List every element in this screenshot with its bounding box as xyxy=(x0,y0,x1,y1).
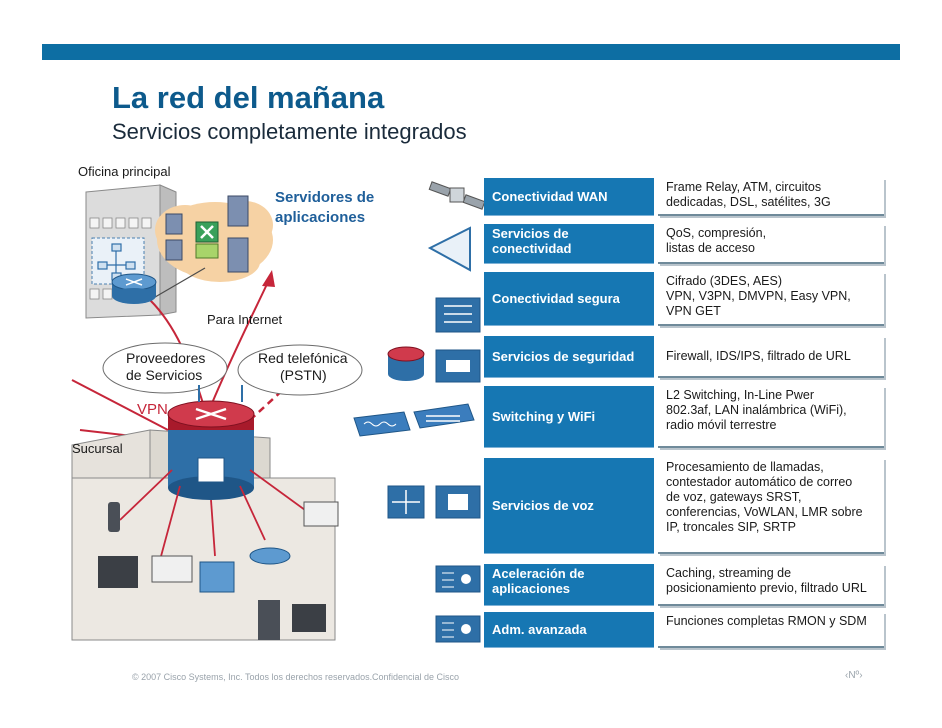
pstn-cloud-icon xyxy=(237,344,363,396)
vpn-label: VPN xyxy=(137,401,168,418)
service-security: Servicios de seguridad xyxy=(484,336,654,378)
ids-appliance-icon xyxy=(435,349,481,383)
branch-devices-icon xyxy=(98,501,339,640)
security-router-icon xyxy=(387,346,425,381)
footer-copyright: © 2007 Cisco Systems, Inc. Todos los der… xyxy=(132,672,373,682)
voice-router-icon xyxy=(387,485,425,519)
head-office-router-icon xyxy=(111,273,157,304)
voice-gateway-icon xyxy=(435,485,481,519)
service-voice-desc: Procesamiento de llamadas,contestador au… xyxy=(658,458,884,554)
service-advanced-management-desc: Funciones completas RMON y SDM xyxy=(658,612,884,648)
to-internet-label: Para Internet xyxy=(207,312,283,327)
lan-switch-icon xyxy=(353,411,411,437)
compression-icon xyxy=(427,226,471,272)
head-office-label: Oficina principal xyxy=(78,164,171,179)
service-providers-cloud-icon xyxy=(102,342,228,394)
service-connectivity-desc: QoS, compresión,listas de acceso xyxy=(658,224,884,264)
page-subtitle: Servicios completamente integrados xyxy=(112,119,467,144)
app-server-cloud-icon xyxy=(155,195,273,282)
page-number: ‹Nº› xyxy=(845,670,863,681)
management-icon xyxy=(435,615,481,643)
branch-label: Sucursal xyxy=(72,441,123,456)
service-switching-wifi: Switching y WiFi xyxy=(484,386,654,448)
branch-router-icon xyxy=(167,385,255,500)
service-wan: Conectividad WAN xyxy=(484,178,654,216)
service-voice: Servicios de voz xyxy=(484,458,654,554)
footer-confidential: Confidencial de Cisco xyxy=(372,672,460,682)
app-servers-label-2: aplicaciones xyxy=(275,209,366,226)
pstn-label-2: (PSTN) xyxy=(280,367,327,383)
service-secure-connectivity: Conectividad segura xyxy=(484,272,654,326)
service-advanced-management: Adm. avanzada xyxy=(484,612,654,648)
acceleration-icon xyxy=(435,565,481,593)
top-banner xyxy=(42,44,900,60)
app-servers-label-1: Servidores de xyxy=(275,189,375,206)
wifi-switch-icon xyxy=(413,403,475,429)
firewall-switch-icon xyxy=(435,297,481,333)
pstn-label-1: Red telefónica xyxy=(258,350,348,366)
providers-label-1: Proveedores xyxy=(126,350,206,366)
page-title: La red del mañana xyxy=(112,80,385,115)
satellite-icon xyxy=(428,181,486,210)
service-security-desc: Firewall, IDS/IPS, filtrado de URL xyxy=(658,336,884,378)
providers-label-2: de Servicios xyxy=(126,367,203,383)
service-secure-connectivity-desc: Cifrado (3DES, AES)VPN, V3PN, DMVPN, Eas… xyxy=(658,272,884,326)
